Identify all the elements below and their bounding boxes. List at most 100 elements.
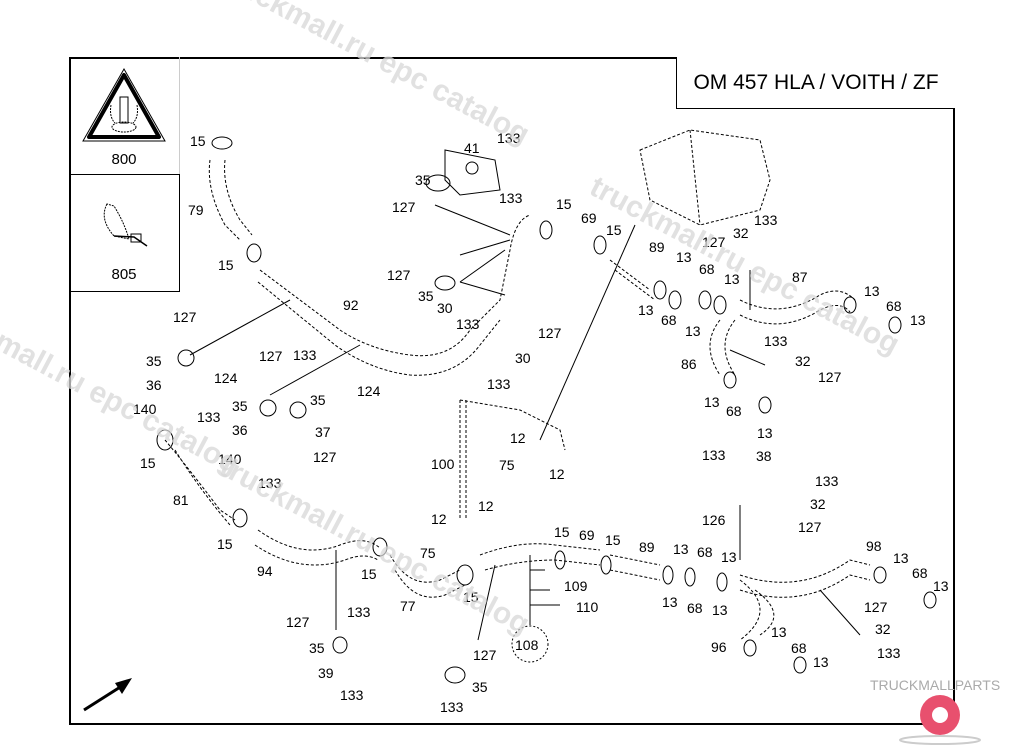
part-callout[interactable]: 32 (795, 353, 811, 369)
part-callout[interactable]: 92 (343, 297, 359, 313)
part-callout[interactable]: 15 (361, 566, 377, 582)
part-callout[interactable]: 133 (877, 645, 901, 661)
part-callout[interactable]: 30 (437, 300, 453, 316)
part-callout[interactable]: 127 (473, 647, 497, 663)
part-callout[interactable]: 15 (606, 222, 622, 238)
part-callout[interactable]: 133 (347, 604, 371, 620)
part-callout[interactable]: 15 (605, 532, 621, 548)
part-callout[interactable]: 133 (702, 447, 726, 463)
part-callout[interactable]: 15 (190, 133, 206, 149)
part-callout[interactable]: 126 (702, 512, 726, 528)
part-callout[interactable]: 133 (815, 473, 839, 489)
part-callout[interactable]: 75 (420, 545, 436, 561)
part-callout[interactable]: 68 (726, 403, 742, 419)
part-callout[interactable]: 13 (704, 394, 720, 410)
part-callout[interactable]: 133 (497, 130, 521, 146)
part-callout[interactable]: 109 (564, 578, 588, 594)
part-callout[interactable]: 13 (673, 541, 689, 557)
part-callout[interactable]: 12 (549, 466, 565, 482)
part-callout[interactable]: 35 (309, 640, 325, 656)
part-callout[interactable]: 89 (639, 539, 655, 555)
part-callout[interactable]: 133 (499, 190, 523, 206)
part-callout[interactable]: 94 (257, 563, 273, 579)
part-callout[interactable]: 68 (912, 565, 928, 581)
part-callout[interactable]: 127 (173, 309, 197, 325)
part-callout[interactable]: 77 (400, 598, 416, 614)
part-callout[interactable]: 127 (259, 348, 283, 364)
part-callout[interactable]: 36 (232, 422, 248, 438)
part-callout[interactable]: 13 (712, 602, 728, 618)
part-callout[interactable]: 127 (702, 234, 726, 250)
part-callout[interactable]: 81 (173, 492, 189, 508)
part-callout[interactable]: 124 (357, 383, 381, 399)
part-callout[interactable]: 68 (697, 544, 713, 560)
part-callout[interactable]: 12 (478, 498, 494, 514)
part-callout[interactable]: 133 (456, 316, 480, 332)
part-callout[interactable]: 127 (798, 519, 822, 535)
part-callout[interactable]: 15 (554, 524, 570, 540)
part-callout[interactable]: 13 (933, 578, 949, 594)
part-callout[interactable]: 68 (886, 298, 902, 314)
part-callout[interactable]: 41 (464, 140, 480, 156)
part-callout[interactable]: 13 (771, 624, 787, 640)
part-callout[interactable]: 35 (418, 288, 434, 304)
part-callout[interactable]: 13 (864, 283, 880, 299)
part-callout[interactable]: 13 (676, 249, 692, 265)
part-callout[interactable]: 127 (387, 267, 411, 283)
part-callout[interactable]: 127 (392, 199, 416, 215)
part-callout[interactable]: 13 (662, 594, 678, 610)
part-callout[interactable]: 13 (685, 323, 701, 339)
part-callout[interactable]: 140 (133, 401, 157, 417)
part-callout[interactable]: 39 (318, 665, 334, 681)
part-callout[interactable]: 133 (197, 409, 221, 425)
part-callout[interactable]: 133 (440, 699, 464, 715)
part-callout[interactable]: 68 (699, 261, 715, 277)
part-callout[interactable]: 127 (864, 599, 888, 615)
part-callout[interactable]: 15 (218, 257, 234, 273)
part-callout[interactable]: 13 (724, 271, 740, 287)
part-callout[interactable]: 127 (818, 369, 842, 385)
part-callout[interactable]: 13 (813, 654, 829, 670)
part-callout[interactable]: 69 (579, 527, 595, 543)
part-callout[interactable]: 140 (218, 451, 242, 467)
part-callout[interactable]: 133 (754, 212, 778, 228)
part-callout[interactable]: 69 (581, 210, 597, 226)
part-callout[interactable]: 75 (499, 457, 515, 473)
part-callout[interactable]: 35 (472, 679, 488, 695)
part-callout[interactable]: 13 (893, 550, 909, 566)
part-callout[interactable]: 36 (146, 377, 162, 393)
part-callout[interactable]: 86 (681, 356, 697, 372)
part-callout[interactable]: 127 (313, 449, 337, 465)
part-callout[interactable]: 38 (756, 448, 772, 464)
part-callout[interactable]: 108 (515, 637, 539, 653)
part-callout[interactable]: 68 (791, 640, 807, 656)
part-callout[interactable]: 87 (792, 269, 808, 285)
part-callout[interactable]: 15 (217, 536, 233, 552)
part-callout[interactable]: 124 (214, 370, 238, 386)
part-callout[interactable]: 15 (556, 196, 572, 212)
part-callout[interactable]: 110 (576, 599, 599, 615)
part-callout[interactable]: 89 (649, 239, 665, 255)
part-callout[interactable]: 35 (146, 353, 162, 369)
part-callout[interactable]: 13 (638, 302, 654, 318)
part-callout[interactable]: 96 (711, 639, 727, 655)
part-callout[interactable]: 127 (538, 325, 562, 341)
part-callout[interactable]: 133 (340, 687, 364, 703)
part-callout[interactable]: 32 (733, 225, 749, 241)
part-callout[interactable]: 98 (866, 538, 882, 554)
part-callout[interactable]: 35 (415, 172, 431, 188)
part-callout[interactable]: 12 (510, 430, 526, 446)
part-callout[interactable]: 15 (463, 589, 479, 605)
part-callout[interactable]: 133 (764, 333, 788, 349)
part-callout[interactable]: 12 (431, 511, 447, 527)
part-callout[interactable]: 68 (687, 600, 703, 616)
part-callout[interactable]: 68 (661, 312, 677, 328)
part-callout[interactable]: 32 (875, 621, 891, 637)
part-callout[interactable]: 100 (431, 456, 455, 472)
part-callout[interactable]: 13 (721, 549, 737, 565)
part-callout[interactable]: 35 (310, 392, 326, 408)
part-callout[interactable]: 133 (258, 475, 282, 491)
part-callout[interactable]: 79 (188, 202, 204, 218)
part-callout[interactable]: 37 (315, 424, 331, 440)
part-callout[interactable]: 133 (487, 376, 511, 392)
